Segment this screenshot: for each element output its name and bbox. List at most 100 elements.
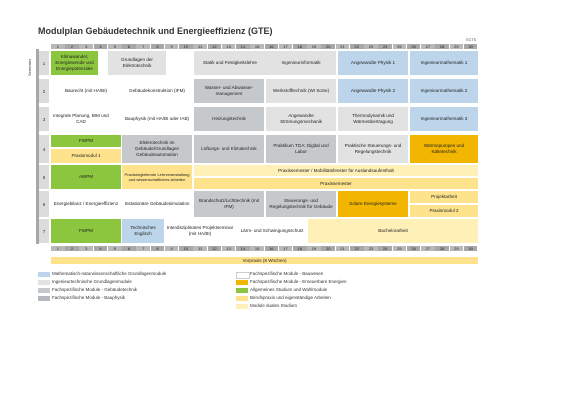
module-klimawandel: Klimawandel, Energiewende und Energiepot… [51, 51, 98, 75]
column-number: 10 [179, 246, 193, 251]
module-fwpm-4: FWPM [51, 135, 121, 147]
column-number: 12 [207, 44, 222, 49]
row-number: 6 [39, 191, 49, 217]
column-number: 14 [236, 246, 250, 251]
column-number: 17 [278, 44, 293, 49]
column-number: 7 [136, 44, 151, 49]
module-steuerung-praxis: Praktische Steuerungs- und Regelungstech… [338, 135, 408, 163]
module-mathe-1: Ingenieurmathematik 1 [410, 51, 478, 75]
column-number: 11 [193, 44, 207, 49]
column-number: 26 [406, 44, 421, 49]
module-laermschutz: Lärm- und Schwingungsschutz [236, 219, 308, 243]
column-number: 16 [264, 44, 279, 49]
module-stroemungsmechanik: Angewandte Strömungsmechanik [266, 107, 336, 131]
legend-practice: Berufspraxis und eigenständige Arbeiten [250, 295, 331, 300]
column-number: 1 [51, 44, 65, 49]
module-fwpm-7: FWPM [51, 219, 121, 243]
module-thermodynamik: Thermodynamik und Wärmeübertragung [338, 107, 408, 131]
legend-building-phys: Fachspezifische Module - Bauphysik [52, 295, 126, 300]
module-brandschutz: Brandschutz/Lichttechnik (mit IFM) [194, 191, 264, 217]
page-title: Modulplan Gebäudetechnik und Energieeffi… [38, 26, 273, 36]
column-number: 24 [378, 246, 392, 251]
column-number: 15 [250, 246, 264, 251]
module-praxisbegleitend: Praxisbegleitende Lehrveranstaltung und … [122, 165, 192, 189]
column-number: 26 [406, 246, 421, 251]
module-ingenieurinformatik: Ingenieurinformatik [266, 51, 336, 75]
module-wasser-abwasser: Wasser- und Abwasser-management [194, 79, 264, 103]
column-number: 22 [349, 246, 364, 251]
legend-swatch-construction [236, 272, 250, 279]
column-number: 29 [449, 246, 464, 251]
module-projektseminar: Interdisziplinäres Projektseminar (mit H… [164, 219, 236, 243]
legend-renewables: Fachspezifische Module - Erneuerbare Ene… [250, 279, 347, 284]
module-physik-2: Angewandte Physik 2 [338, 79, 408, 103]
module-gebaeudekonstruktion: Gebäudekonstruktion (IFM) [122, 79, 192, 103]
legend-general: Allgemeines Studium und Wahlmodule [250, 287, 328, 292]
legend-construction: Fachspezifische Module - Bauwesen [250, 271, 324, 276]
legend-engineering: Ingenieurtechnische Grundlagenmodule [52, 279, 132, 284]
module-bauphysik: Bauphysik (mit HA/BI oder IAB) [122, 107, 192, 131]
row-number: 1 [39, 51, 49, 75]
column-number: 12 [207, 246, 222, 251]
module-lueftung-klima: Lüftungs- und Klimatechnik [194, 135, 264, 163]
column-number: 19 [307, 246, 321, 251]
column-number: 30 [463, 44, 478, 49]
column-number: 20 [321, 246, 336, 251]
legend-swatch-renewables [236, 280, 248, 285]
legend-swatch-engineering [38, 280, 50, 285]
module-projektarbeit: Projektarbeit [410, 191, 478, 203]
module-mathe-2: Ingenieurmathematik 2 [410, 79, 478, 103]
column-number: 7 [136, 246, 151, 251]
legend-swatch-math [38, 272, 50, 277]
legend-dual: Module duales Studium [250, 303, 298, 308]
column-number: 2 [65, 246, 79, 251]
module-energiebilanz: Energiebilanz / Energieeffizienz [51, 191, 121, 217]
column-number: 2 [65, 44, 79, 49]
column-number: 3 [79, 246, 94, 251]
row-number: 7 [39, 219, 49, 243]
semester-axis-label: Semester [27, 58, 32, 76]
column-number: 9 [164, 44, 179, 49]
row-strip [36, 49, 39, 244]
module-praxismodul-2: Praxismodul 2 [410, 205, 478, 217]
column-number: 28 [435, 246, 449, 251]
column-number: 22 [349, 44, 364, 49]
module-statik: Statik und Festigkeitslehre [194, 51, 266, 75]
module-solare-energiesysteme: Solare Energiesysteme [338, 191, 408, 217]
column-number: 4 [93, 246, 108, 251]
module-mathe-3: Ingenieurmathematik 3 [410, 107, 478, 131]
module-awpm: AWPM [51, 165, 121, 189]
column-number: 6 [122, 246, 136, 251]
column-number: 5 [107, 246, 122, 251]
module-mobilitaetsfenster: Praxissemester / Mobilitätsfenster für A… [194, 165, 478, 176]
column-number: 16 [264, 246, 279, 251]
module-baurecht: Baurecht (mit HA/BI) [51, 79, 121, 103]
module-praktikum-tga: Praktikum TGA: Digital und Labor [266, 135, 336, 163]
column-number: 27 [421, 44, 435, 49]
column-number: 1 [51, 246, 65, 251]
module-heizungstechnik: Heizungstechnik [194, 107, 264, 131]
column-number: 13 [221, 44, 236, 49]
column-number: 23 [364, 246, 378, 251]
column-number: 9 [164, 246, 179, 251]
module-elektrotechnik-gebaeude: Elektrotechnik im Gebäude/Grundlagen Geb… [122, 135, 192, 163]
column-number: 23 [364, 44, 378, 49]
row-number: 4 [39, 135, 49, 163]
ects-label-top: ECTS [466, 38, 476, 42]
module-gebaeudesimulation: Instationäre Gebäudesimulation [122, 191, 192, 217]
column-number: 3 [79, 44, 94, 49]
module-bachelorarbeit: Bachelorarbeit [308, 219, 478, 243]
column-number: 8 [150, 246, 165, 251]
column-number: 10 [179, 44, 193, 49]
legend-swatch-building-phys [38, 296, 50, 301]
module-werkstofftechnik: Werkstofftechnik (WI SoSe) [266, 79, 336, 103]
column-number: 17 [278, 246, 293, 251]
column-number: 25 [392, 246, 407, 251]
module-praxismodul-1: Praxismodul 1 [51, 149, 121, 163]
column-number: 20 [321, 44, 336, 49]
column-number: 18 [292, 246, 307, 251]
column-number: 29 [449, 44, 464, 49]
column-number: 19 [307, 44, 321, 49]
column-number: 21 [335, 246, 350, 251]
